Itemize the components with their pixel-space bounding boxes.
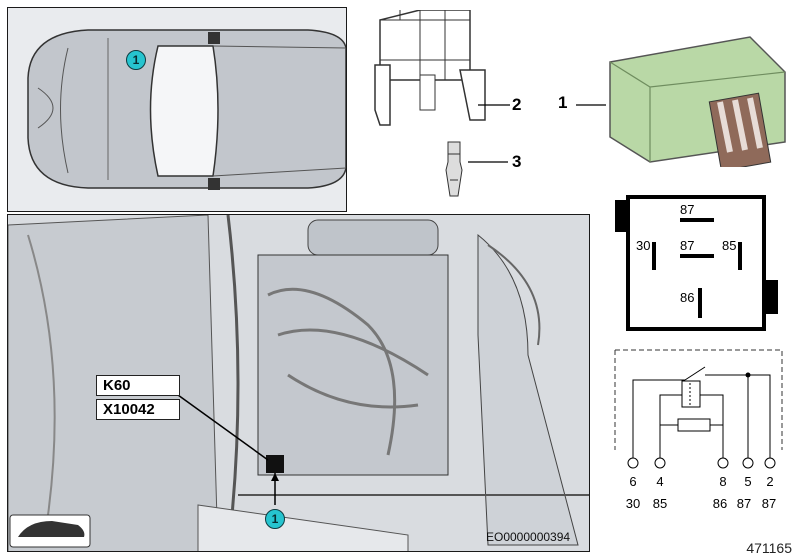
leader-line-1 (576, 104, 606, 106)
pin-number-4: 4 (656, 474, 664, 489)
component-label-k60: K60 (96, 375, 180, 396)
terminal-85: 85 (652, 496, 668, 511)
terminal-86: 86 (712, 496, 728, 511)
leader-line-2 (478, 104, 510, 106)
engine-bay-callout: 1 (265, 509, 285, 529)
part-number-1: 1 (558, 93, 568, 112)
terminal-30: 30 (625, 496, 641, 511)
pin-label-86: 86 (680, 290, 695, 305)
terminal-87-a: 87 (736, 496, 752, 511)
vehicle-top-view (27, 29, 346, 190)
pin-label-87-center: 87 (680, 238, 695, 253)
leader-line-3 (468, 161, 508, 163)
pin-label-87-top: 87 (680, 202, 695, 217)
connector-housing-illustration (374, 10, 486, 126)
pin-label-85: 85 (722, 238, 737, 253)
pin-number-5: 5 (744, 474, 752, 489)
connector-label-x10042: X10042 (96, 399, 180, 420)
pin-label-30: 30 (636, 238, 651, 253)
relay-pin-layout (615, 195, 778, 331)
locator-callout: 1 (126, 50, 146, 70)
relay-illustration (609, 36, 786, 167)
pin-number-8: 8 (719, 474, 727, 489)
reference-code: EO0000000394 (486, 530, 571, 544)
vehicle-locator-panel: 1 (7, 7, 347, 212)
part-number-3: 3 (512, 152, 522, 171)
part-number-2: 2 (512, 95, 522, 114)
diagram-id: 471165 (746, 540, 792, 556)
engine-bay-panel: K60 X10042 1 (7, 214, 590, 552)
terminal-illustration (445, 141, 463, 197)
relay-circuit-schematic (614, 349, 783, 469)
pin-number-6: 6 (629, 474, 637, 489)
terminal-87-b: 87 (761, 496, 777, 511)
pin-number-2: 2 (766, 474, 774, 489)
engine-bay-illustration (8, 215, 589, 551)
